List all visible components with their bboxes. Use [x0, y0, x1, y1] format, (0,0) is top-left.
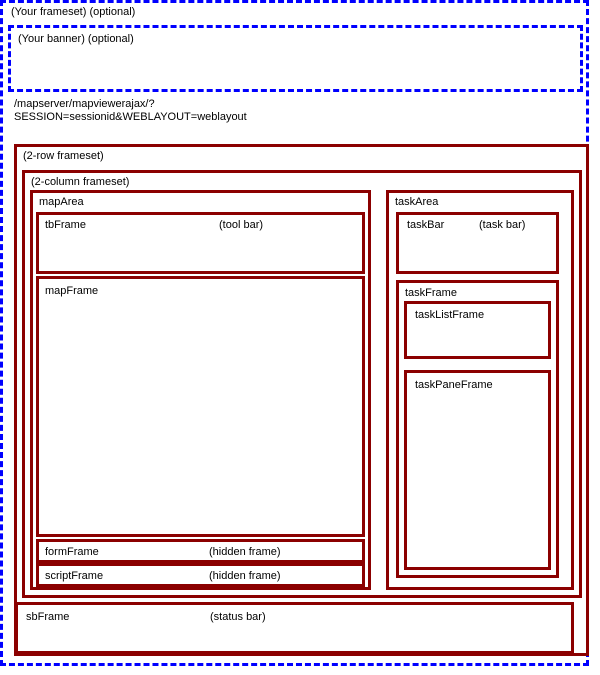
outer-frameset-label: (Your frameset) (optional) — [11, 6, 136, 18]
task-list-frame-label: taskListFrame — [415, 309, 485, 321]
two-row-frameset-label: (2-row frameset) — [23, 150, 104, 162]
script-frame-label: scriptFrame — [45, 570, 104, 582]
tb-frame-label: tbFrame — [45, 219, 86, 231]
form-frame-label: formFrame — [45, 546, 99, 558]
map-frame-label: mapFrame — [45, 285, 99, 297]
task-bar-label: taskBar — [407, 219, 445, 231]
two-column-frameset-box: (2-column frameset) — [22, 170, 582, 598]
task-area-box: taskArea — [386, 190, 574, 590]
form-frame-box: formFrame (hidden frame) — [36, 539, 365, 563]
tb-frame-note: (tool bar) — [219, 219, 264, 231]
two-row-frameset-box: (2-row frameset) — [14, 144, 589, 656]
script-frame-box: scriptFrame (hidden frame) — [36, 563, 365, 587]
task-bar-box: taskBar (task bar) — [396, 212, 559, 274]
map-area-label: mapArea — [39, 196, 84, 208]
tb-frame-box: tbFrame (tool bar) — [36, 212, 365, 274]
banner-box: (Your banner) (optional) — [8, 25, 583, 92]
script-frame-note: (hidden frame) — [209, 570, 281, 582]
task-pane-frame-box: taskPaneFrame — [404, 370, 551, 570]
sb-frame-label: sbFrame — [26, 611, 70, 623]
map-area-box: mapArea — [30, 190, 371, 590]
sb-frame-box: sbFrame (status bar) — [15, 602, 574, 654]
map-frame-box: mapFrame — [36, 276, 365, 537]
form-frame-note: (hidden frame) — [209, 546, 281, 558]
task-area-label: taskArea — [395, 196, 439, 208]
task-bar-note: (task bar) — [479, 219, 526, 231]
task-list-frame-box: taskListFrame — [404, 301, 551, 359]
task-frame-box: taskFrame — [396, 280, 559, 578]
banner-label: (Your banner) (optional) — [18, 33, 134, 45]
task-pane-frame-label: taskPaneFrame — [415, 379, 493, 391]
sb-frame-note: (status bar) — [210, 611, 266, 623]
viewer-url-text: /mapserver/mapviewerajax/? SESSION=sessi… — [14, 98, 247, 123]
task-frame-label: taskFrame — [405, 287, 457, 299]
two-column-frameset-label: (2-column frameset) — [31, 176, 130, 188]
